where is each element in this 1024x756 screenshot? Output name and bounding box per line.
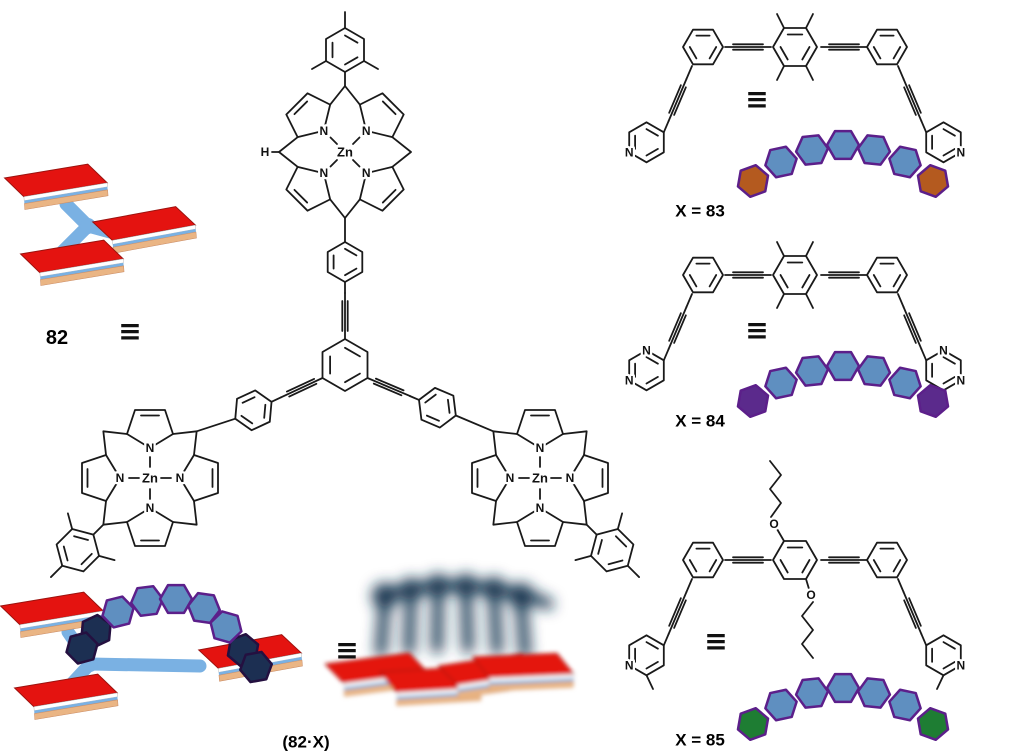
porphyrin-top: [271, 11, 411, 218]
porphyrin-right: [447, 385, 664, 602]
o-atom-label: O: [806, 588, 815, 602]
n-atom-label: N: [642, 343, 651, 357]
guest-85-cartoon: [731, 672, 955, 744]
alkyne-right: [365, 374, 412, 400]
phenyl-right-linker: [411, 383, 464, 433]
n-atom-label: N: [625, 658, 634, 672]
n-atom-label: N: [566, 471, 575, 485]
n-atom-label: N: [506, 471, 515, 485]
n-atom-label: N: [956, 658, 965, 672]
n-atom-label: N: [956, 145, 965, 159]
phenyl-left-linker: [227, 385, 280, 436]
n-atom-label: N: [176, 471, 185, 485]
equivalence-symbol: ≡: [704, 625, 727, 658]
red-plate: [3, 162, 110, 212]
equivalence-symbol: ≡: [745, 314, 768, 347]
alkyne-top: [341, 292, 349, 340]
red-plate: [13, 672, 120, 722]
methylpyridine-left-85: [628, 634, 665, 677]
n-atom-label: N: [939, 343, 948, 357]
host-label: 82: [46, 327, 68, 349]
atom-labels: Zn N N N N H Zn N N N N Zn N N N N N N N…: [113, 122, 967, 675]
host-82-chemical-structure: [26, 11, 664, 602]
n-atom-label: N: [319, 124, 328, 138]
n-atom-label: N: [362, 166, 371, 180]
phenyl-top-linker: [326, 241, 364, 283]
pyridine-left-83: [628, 121, 665, 164]
guest-83-chemical-structure: [628, 13, 962, 164]
guest-84-cartoon: [731, 350, 955, 421]
h-atom-label: H: [261, 145, 270, 159]
guest-85-label: X = 85: [675, 731, 725, 750]
n-atom-label: N: [625, 373, 634, 387]
o-atom-label: O: [769, 517, 778, 531]
bound-guest-rod: [59, 583, 279, 690]
guest-84-label: X = 84: [675, 412, 725, 431]
mesityl-right: [562, 500, 664, 602]
n-atom-label: N: [146, 501, 155, 515]
guest-83-label: X = 83: [675, 202, 725, 221]
mesityl-top: [311, 11, 379, 87]
zn-atom-label: Zn: [532, 471, 548, 486]
host-82-cartoon: [3, 162, 198, 288]
equivalence-symbol: ≡: [745, 83, 768, 116]
guest-84-chemical-structure: [628, 241, 962, 392]
guest-85-chemical-structure: [628, 460, 962, 690]
red-plate: [19, 238, 126, 288]
n-atom-label: N: [956, 373, 965, 387]
complex-82x-cartoon: [0, 583, 304, 722]
equivalence-symbol: ≡: [118, 315, 141, 348]
zn-atom-label: Zn: [142, 471, 158, 486]
n-atom-label: N: [536, 501, 545, 515]
porphyrin-left: [26, 385, 244, 602]
equivalence-symbol: ≡: [335, 634, 358, 667]
alkyne-left: [278, 374, 325, 401]
complex-label: (82·X): [282, 733, 329, 752]
central-benzene-core: [321, 338, 369, 392]
n-atom-label: N: [319, 166, 328, 180]
n-atom-label: N: [146, 441, 155, 455]
mesityl-left: [26, 500, 128, 602]
n-atom-label: N: [625, 145, 634, 159]
zn-atom-label: Zn: [337, 145, 353, 160]
guest-83-cartoon: [731, 129, 955, 201]
blurred-model-photo: [324, 574, 576, 710]
n-atom-label: N: [536, 441, 545, 455]
n-atom-label: N: [362, 124, 371, 138]
n-atom-label: N: [116, 471, 125, 485]
